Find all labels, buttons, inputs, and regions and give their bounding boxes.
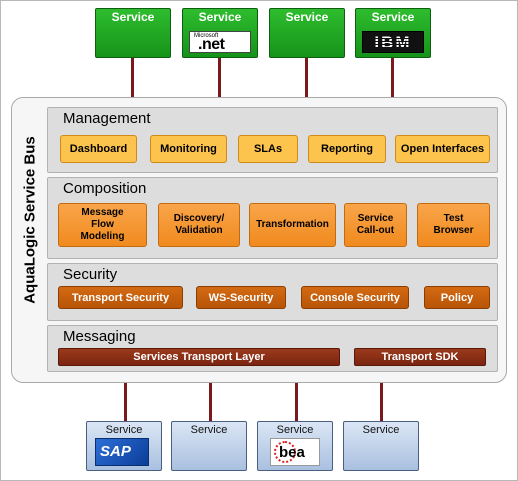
service-label: Service [190, 424, 228, 436]
ibm-text: IBM [363, 33, 423, 53]
discovery-validation-box: Discovery/ Validation [158, 203, 240, 247]
composition-section: Composition Message Flow Modeling Discov… [47, 177, 498, 259]
microsoft-text: Microsoft [194, 33, 219, 39]
dashboard-box: Dashboard [60, 135, 137, 163]
bea-logo: bea [270, 438, 320, 466]
sap-logo: SAP [95, 438, 149, 466]
transport-security-box: Transport Security [58, 286, 183, 309]
connector-bottom-3 [295, 383, 298, 421]
ibm-logo: IBM [362, 31, 424, 53]
service-label: Service [371, 10, 415, 24]
microsoft-net-logo: Microsoft .net [189, 31, 251, 53]
section-title: Management [63, 110, 151, 127]
net-text: .net [198, 36, 225, 53]
services-transport-layer-box: Services Transport Layer [58, 348, 340, 366]
management-section: Management Dashboard Monitoring SLAs Rep… [47, 107, 498, 173]
connector-top-3 [305, 58, 308, 98]
console-security-box: Console Security [301, 286, 409, 309]
bea-text: bea [279, 444, 305, 461]
connector-top-1 [131, 58, 134, 98]
service-label: Service [362, 424, 400, 436]
service-bottom-3: Service bea [257, 421, 333, 471]
service-top-1: Service [95, 8, 171, 58]
service-bottom-1: Service SAP [86, 421, 162, 471]
connector-bottom-4 [380, 383, 383, 421]
section-title: Messaging [63, 328, 136, 345]
service-top-2: Service Microsoft .net [182, 8, 258, 58]
service-label: Service [111, 10, 155, 24]
section-title: Composition [63, 180, 147, 197]
section-title: Security [63, 266, 118, 283]
service-label: Service [105, 424, 143, 436]
policy-box: Policy [424, 286, 490, 309]
connector-bottom-2 [209, 383, 212, 421]
service-label: Service [276, 424, 314, 436]
reporting-box: Reporting [308, 135, 386, 163]
connector-top-2 [218, 58, 221, 98]
message-flow-modeling-box: Message Flow Modeling [58, 203, 147, 247]
service-call-out-box: Service Call-out [344, 203, 407, 247]
monitoring-box: Monitoring [150, 135, 227, 163]
service-label: Service [198, 10, 242, 24]
bus-title-text: AquaLogic Service Bus [21, 136, 39, 304]
slas-box: SLAs [238, 135, 298, 163]
service-top-4: Service IBM [355, 8, 431, 58]
connector-bottom-1 [124, 383, 127, 421]
open-interfaces-box: Open Interfaces [395, 135, 490, 163]
messaging-section: Messaging Services Transport Layer Trans… [47, 325, 498, 372]
bea-ring-icon [274, 441, 296, 463]
ws-security-box: WS-Security [196, 286, 286, 309]
test-browser-box: Test Browser [417, 203, 490, 247]
service-bottom-4: Service [343, 421, 419, 471]
sap-text: SAP [100, 443, 131, 460]
transformation-box: Transformation [249, 203, 336, 247]
security-section: Security Transport Security WS-Security … [47, 263, 498, 321]
service-label: Service [285, 10, 329, 24]
service-top-3: Service [269, 8, 345, 58]
connector-top-4 [391, 58, 394, 98]
service-bottom-2: Service [171, 421, 247, 471]
transport-sdk-box: Transport SDK [354, 348, 486, 366]
